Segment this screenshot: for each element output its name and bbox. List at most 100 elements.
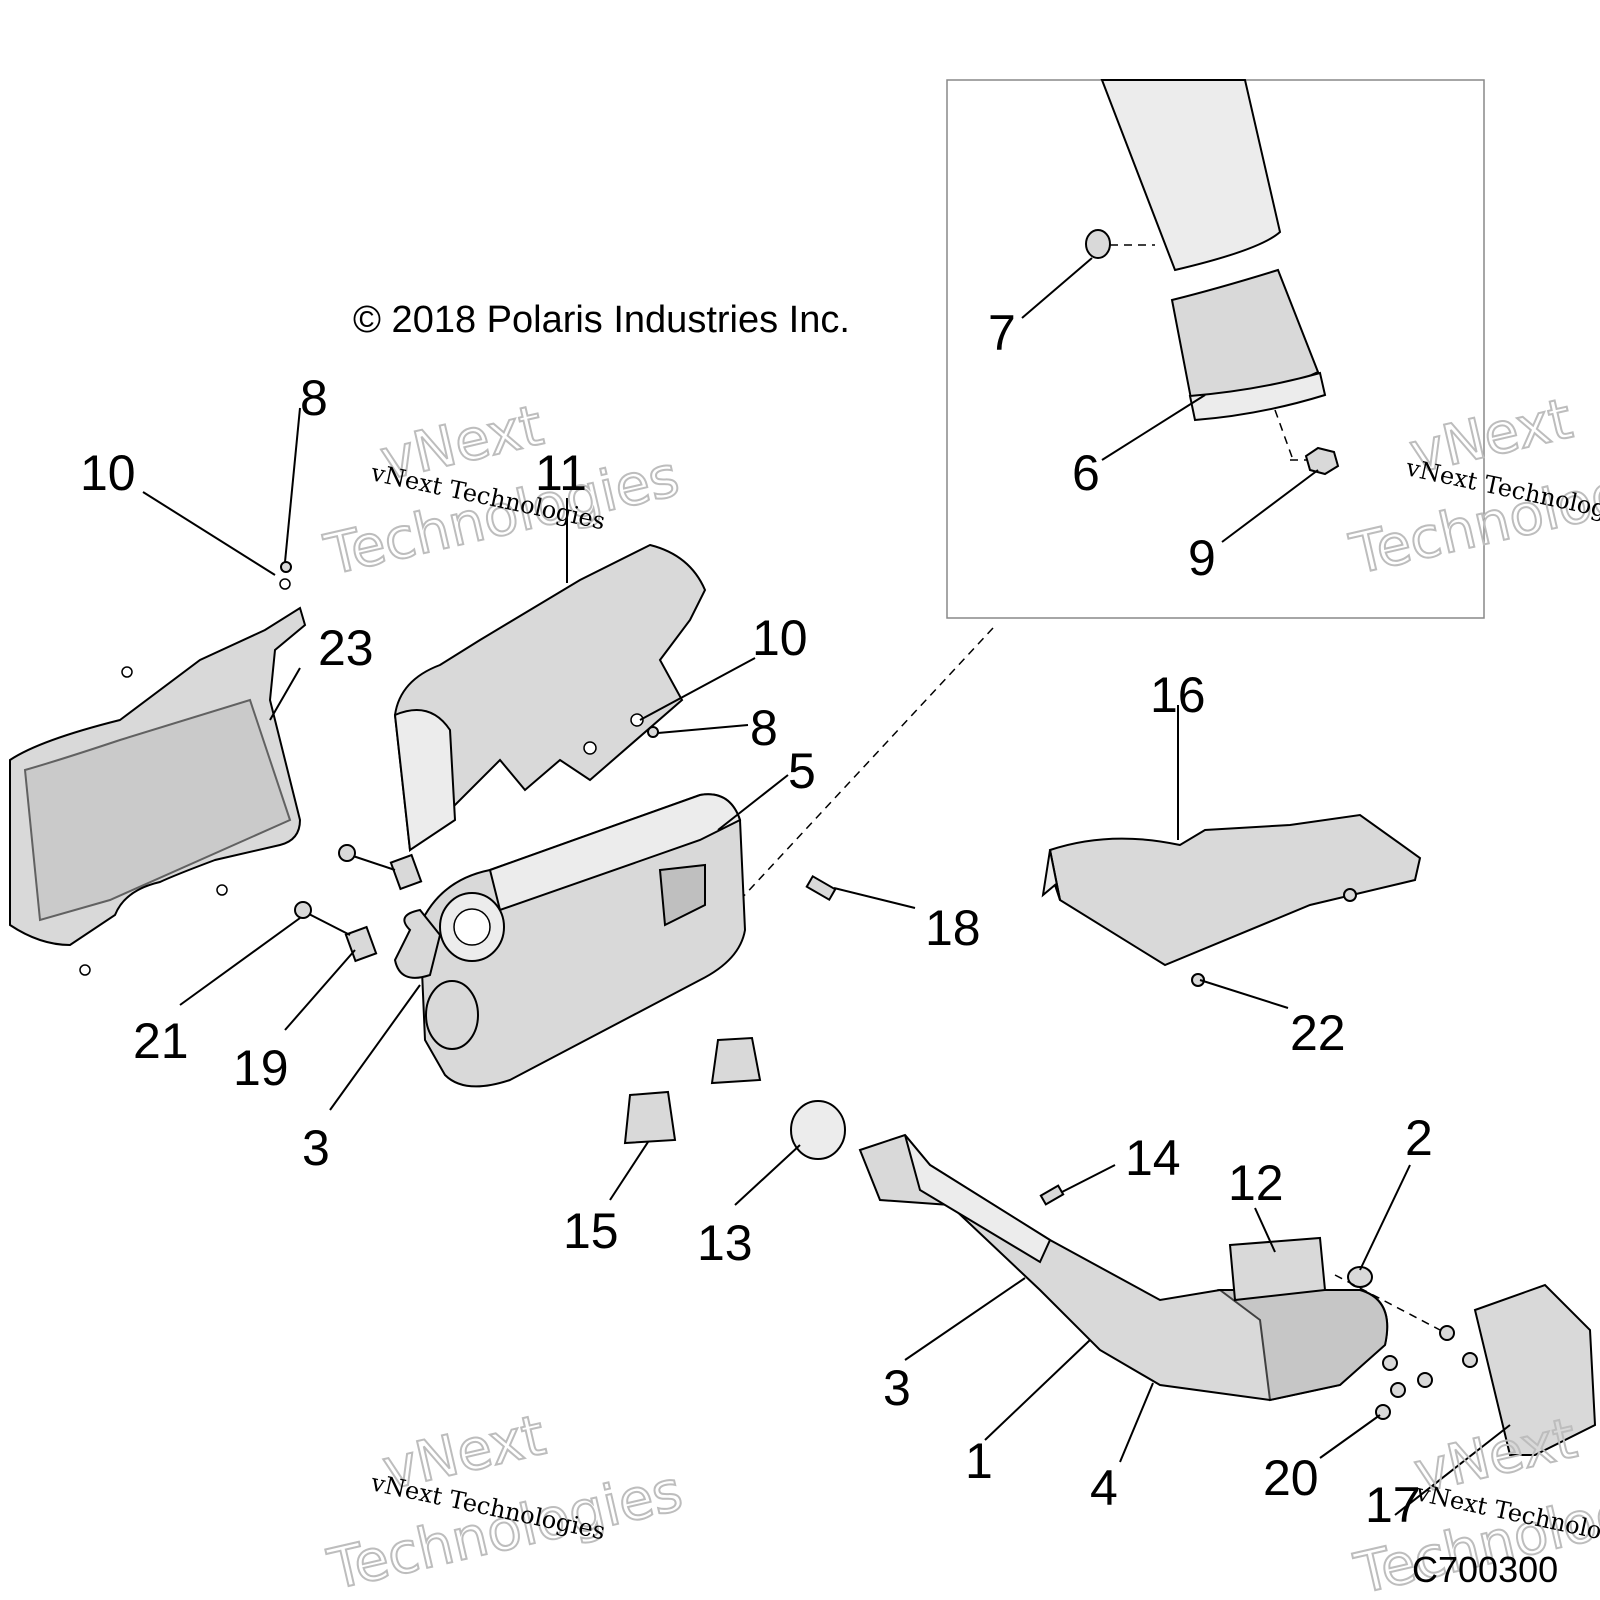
callout-8: 8 — [750, 700, 778, 756]
callout-22: 22 — [1290, 1005, 1346, 1061]
bolt — [1462, 1352, 1478, 1368]
callout-8: 8 — [300, 370, 328, 426]
bolt — [1382, 1355, 1398, 1371]
bolt-head — [338, 844, 356, 862]
callout-20: 20 — [1263, 1450, 1319, 1506]
heat-shield-manifold — [1473, 1283, 1597, 1456]
callout-4: 4 — [1090, 1460, 1118, 1516]
spring — [389, 853, 423, 891]
tailpipe-tube — [1100, 79, 1282, 272]
leader-2 — [1359, 1164, 1411, 1271]
callout-2: 2 — [1405, 1110, 1433, 1166]
exhaust-gasket-manifold — [1228, 1236, 1327, 1302]
leader-8b — [657, 724, 749, 734]
callout-19: 19 — [233, 1040, 289, 1096]
exhaust-gasket — [790, 1100, 846, 1160]
screw — [280, 561, 292, 573]
leader-4 — [1119, 1382, 1154, 1463]
callout-7: 7 — [988, 305, 1016, 361]
muffler-inlet — [453, 908, 491, 946]
stud — [1347, 1266, 1373, 1288]
callout-numbers: 8 10 11 23 10 8 5 7 6 9 16 18 22 21 19 3… — [80, 305, 1433, 1533]
watermark-top-left: vNext Technologies — [318, 392, 686, 589]
leader-5 — [717, 774, 789, 831]
leader-23 — [269, 667, 301, 721]
callout-12: 12 — [1228, 1155, 1284, 1211]
rubber-isolator — [623, 1090, 677, 1145]
callout-11: 11 — [535, 445, 587, 501]
bolt-head — [294, 901, 312, 919]
leader-3b — [904, 1277, 1026, 1361]
muffler-outlet — [425, 980, 479, 1050]
callout-23: 23 — [318, 620, 374, 676]
callout-3: 3 — [302, 1120, 330, 1176]
screw — [647, 726, 659, 738]
callout-10: 10 — [80, 445, 136, 501]
temp-sensor — [1039, 1184, 1065, 1206]
callout-6: 6 — [1072, 445, 1100, 501]
heat-shield-upper-flange — [1041, 849, 1061, 901]
spring-and-bolt-lower — [294, 901, 378, 963]
outlet-pipe — [393, 908, 442, 979]
callout-21: 21 — [133, 1013, 189, 1069]
drawing-code: C700300 — [1412, 1549, 1558, 1590]
leader-7 — [1021, 257, 1093, 319]
bolt — [1417, 1372, 1433, 1388]
heat-shield-rear-shade — [23, 698, 292, 922]
head-pipe-highlight — [904, 1134, 1052, 1264]
detail-inset — [946, 79, 1485, 619]
shield-fastener — [279, 578, 291, 590]
leader-19 — [284, 949, 356, 1031]
shield-fastener — [1191, 973, 1205, 987]
callout-15: 15 — [563, 1203, 619, 1259]
leader-21 — [179, 917, 301, 1006]
shield-fastener — [583, 741, 597, 755]
callout-9: 9 — [1188, 530, 1216, 586]
leader-lines — [142, 407, 1511, 1516]
heat-shield-upper — [1048, 813, 1422, 967]
leader-12 — [1254, 1207, 1276, 1253]
shield-fastener — [630, 713, 644, 727]
inset-reference-line — [739, 627, 994, 901]
rubber-isolator — [710, 1036, 762, 1085]
leader-3a — [329, 984, 421, 1111]
bolt-axis-line — [1334, 1274, 1441, 1331]
heat-shield-muffler-edge — [393, 709, 457, 852]
callout-1: 1 — [965, 1433, 993, 1489]
callout-3: 3 — [883, 1360, 911, 1416]
callout-18: 18 — [925, 900, 981, 956]
shield-fastener — [121, 666, 133, 678]
leader-20 — [1319, 1414, 1381, 1459]
leader-18 — [833, 887, 916, 909]
leader-9 — [1221, 469, 1319, 543]
leader-22 — [1199, 979, 1289, 1009]
bolt — [304, 911, 351, 936]
catalytic-converter — [1217, 1289, 1389, 1402]
o2-sensor-plug — [805, 874, 837, 902]
callout-5: 5 — [788, 743, 816, 799]
copyright-notice: © 2018 Polaris Industries Inc. — [353, 299, 850, 341]
shield-fastener — [216, 884, 228, 896]
exhaust-tip-flange — [1188, 371, 1327, 422]
manifold-bolts — [1375, 1325, 1478, 1420]
bolt — [1390, 1382, 1406, 1398]
leader-8a — [284, 407, 301, 563]
callout-10: 10 — [752, 610, 808, 666]
watermark-bottom-left: vNext Technologies — [321, 1402, 689, 1600]
leader-1 — [984, 1339, 1091, 1441]
muffler-top — [488, 793, 742, 912]
leader-10a — [142, 491, 276, 576]
leader-17 — [1394, 1424, 1511, 1516]
bolt — [1439, 1325, 1455, 1341]
shield-fastener — [79, 964, 91, 976]
shield-fastener — [1343, 888, 1357, 902]
spring-and-bolt-upper — [338, 844, 423, 891]
leader-14 — [1061, 1164, 1116, 1193]
leader-15 — [609, 1141, 649, 1201]
leader-6 — [1101, 394, 1206, 461]
callout-17: 17 — [1365, 1477, 1421, 1533]
leader-10b — [639, 657, 756, 721]
callout-13: 13 — [697, 1215, 753, 1271]
bolt — [349, 854, 396, 871]
